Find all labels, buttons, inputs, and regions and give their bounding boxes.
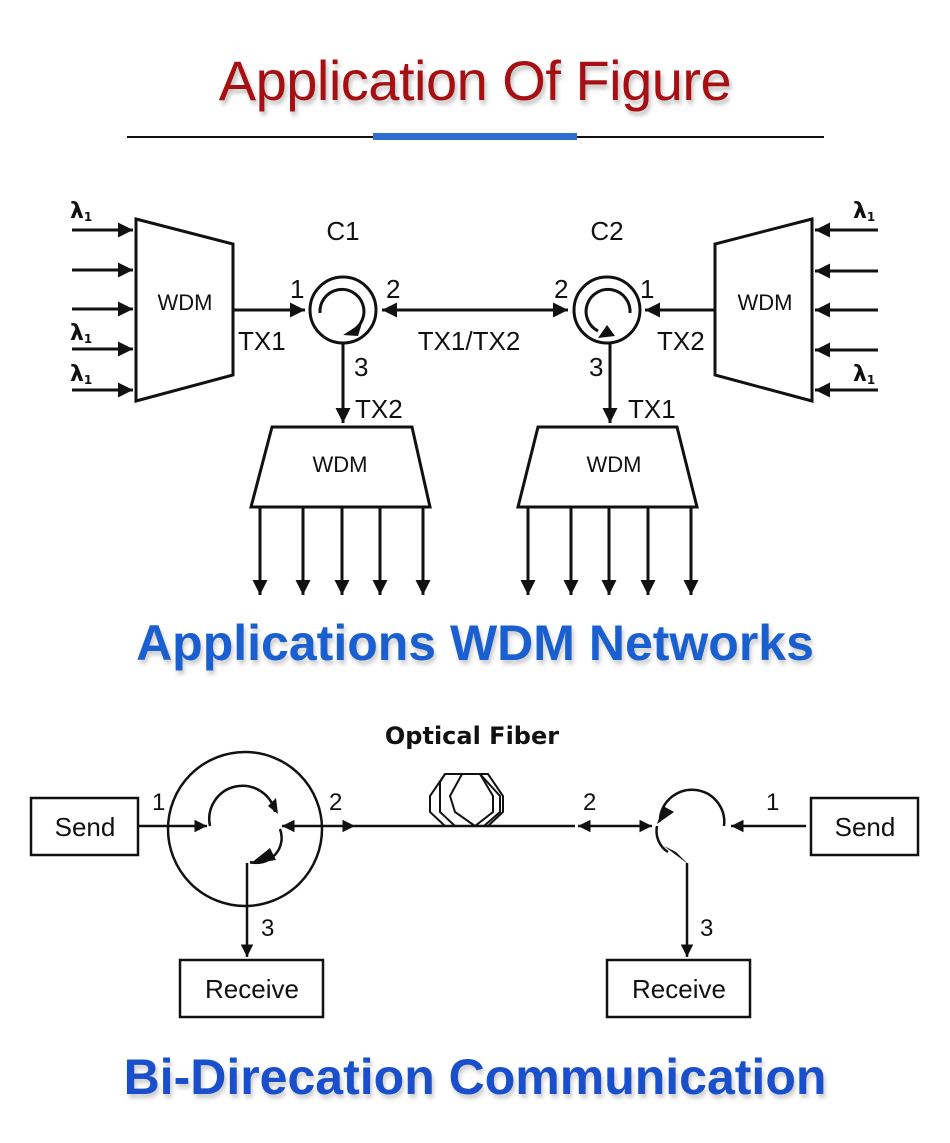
right-demux-label: WDM <box>587 452 642 477</box>
lambda-label: λ1 <box>853 199 875 224</box>
title-divider-accent <box>373 133 577 140</box>
page-title: Application Of Figure <box>218 49 732 112</box>
lambda-label: λ1 <box>70 199 92 224</box>
right-output-arrows <box>520 508 699 595</box>
left-circulator-ring <box>166 750 324 908</box>
left-demux-label: WDM <box>313 452 368 477</box>
right-receive-label: Receive <box>632 974 726 1004</box>
c1-port-1: 1 <box>290 274 304 304</box>
right-mux-label: WDM <box>738 290 793 315</box>
left-wdm-mux <box>134 217 235 403</box>
left-send-label: Send <box>55 812 116 842</box>
left-send-box <box>29 796 140 857</box>
circulator-c2 <box>572 275 642 345</box>
section-title-wdm-networks: Applications WDM Networks <box>136 615 814 671</box>
left-mux-label: WDM <box>158 290 213 315</box>
right-input-arrows <box>815 222 878 398</box>
right-port-2: 2 <box>583 789 596 816</box>
lambda-label: λ1 <box>70 362 92 387</box>
wdm-network-labels: λ1 λ1 λ1 λ1 λ1 WDM WDM TX1 TX2 C1 C2 1 2… <box>70 199 875 477</box>
left-port-3: 3 <box>261 915 274 942</box>
optical-fiber-label: Optical Fiber <box>385 722 559 750</box>
wdm-network-diagram <box>72 217 878 595</box>
left-wdm-demux <box>249 425 432 509</box>
c2-port-3: 3 <box>589 352 603 382</box>
c2-port-2: 2 <box>554 274 568 304</box>
lambda-label: λ1 <box>853 362 875 387</box>
left-output-arrows <box>252 508 431 595</box>
right-send-box <box>809 796 920 857</box>
c1-port-2: 2 <box>386 274 400 304</box>
tx1-label: TX1 <box>238 326 286 356</box>
c2-port3-label: TX1 <box>628 394 676 424</box>
c2-label: C2 <box>590 216 623 246</box>
c2-port-1: 1 <box>640 274 654 304</box>
left-inner-arc-top <box>208 784 277 827</box>
link-label: TX1/TX2 <box>418 326 521 356</box>
tx2-label: TX2 <box>657 326 705 356</box>
right-inner-arc-top <box>658 788 726 827</box>
right-send-label: Send <box>835 812 896 842</box>
left-port-2: 2 <box>329 789 342 816</box>
right-wdm-demux <box>516 425 699 509</box>
c1-label: C1 <box>326 216 359 246</box>
left-input-arrows <box>72 222 133 398</box>
c1-port3-label: TX2 <box>355 394 403 424</box>
c1-port-3: 3 <box>354 352 368 382</box>
bidirectional-labels: Optical Fiber Send Receive 1 2 3 Send Re… <box>55 722 896 1004</box>
section-title-bidirectional: Bi-Direcation Communication <box>123 1049 827 1105</box>
left-port-1: 1 <box>152 789 165 816</box>
right-port-3: 3 <box>700 915 713 942</box>
lambda-label: λ1 <box>70 321 92 346</box>
right-wdm-mux <box>713 217 814 403</box>
right-inner-arc-bottom <box>655 825 669 854</box>
left-receive-box <box>178 958 325 1019</box>
right-port-1: 1 <box>766 789 779 816</box>
circulator-c1 <box>308 275 378 345</box>
bidirectional-diagram <box>29 750 920 1019</box>
right-receive-box <box>605 958 752 1019</box>
left-receive-label: Receive <box>205 974 299 1004</box>
fiber-coil-icon <box>429 773 504 828</box>
